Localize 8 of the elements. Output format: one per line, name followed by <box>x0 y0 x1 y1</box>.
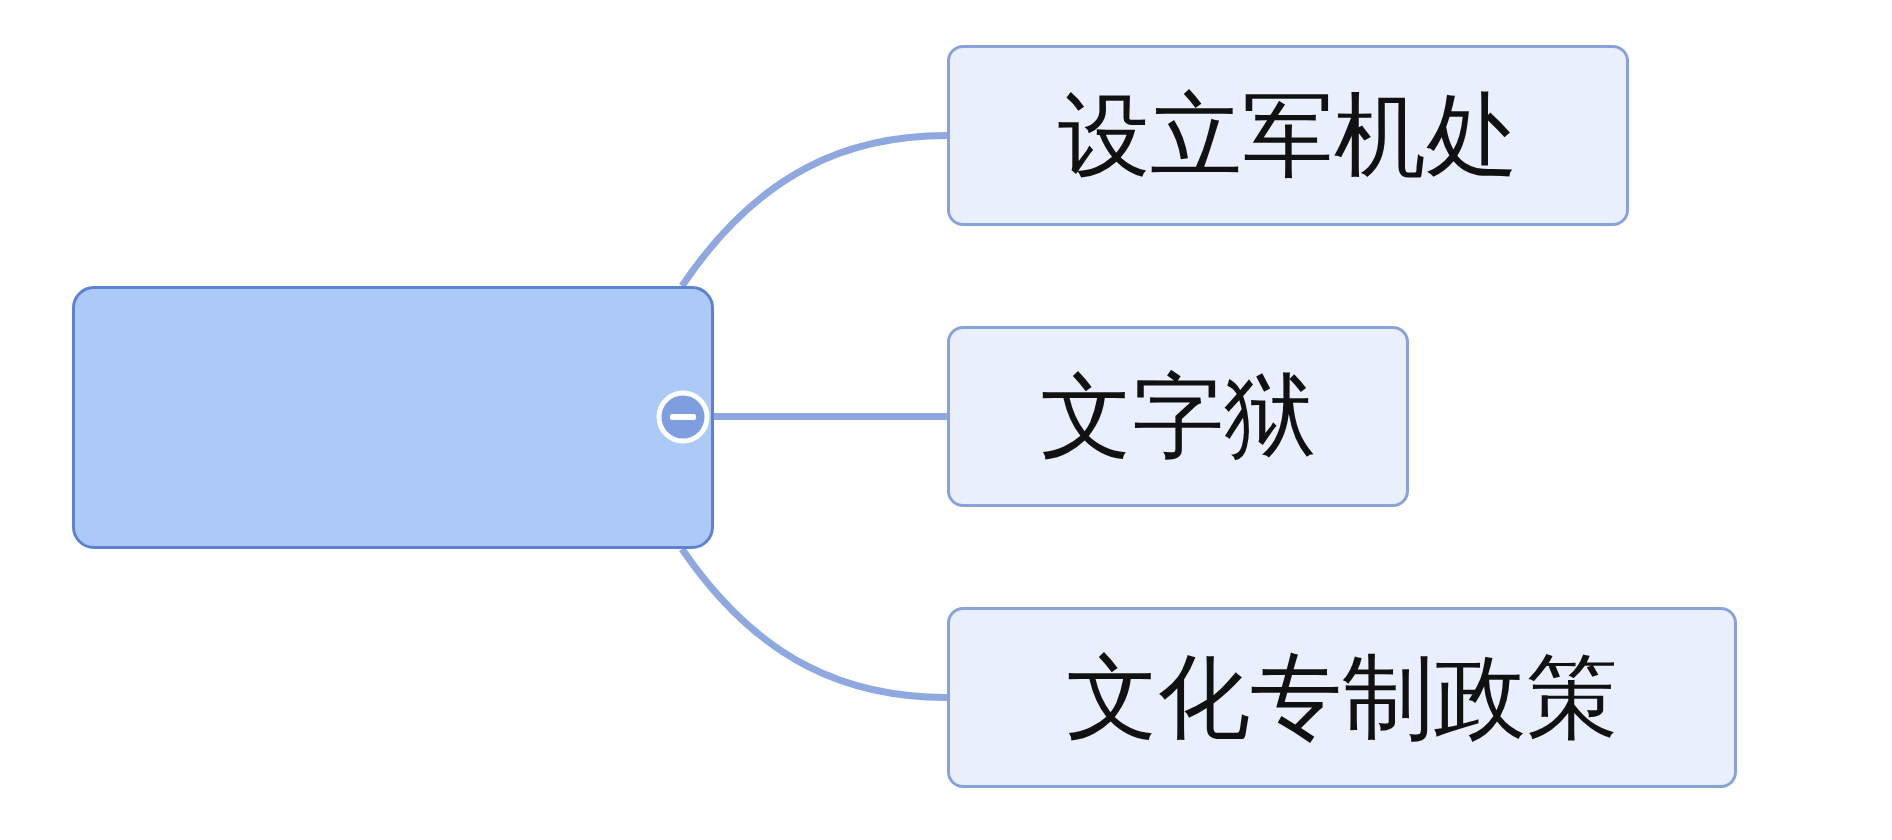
topic-label: 文字狱 <box>1040 365 1316 468</box>
topic-box <box>947 45 1629 226</box>
topic-label: 设立军机处 <box>1058 84 1518 187</box>
topic-box <box>947 607 1737 788</box>
connector-line <box>714 413 947 420</box>
central-topic-box <box>72 286 714 549</box>
topic-box <box>947 326 1409 507</box>
topic-label: 文化专制政策 <box>1066 646 1618 749</box>
